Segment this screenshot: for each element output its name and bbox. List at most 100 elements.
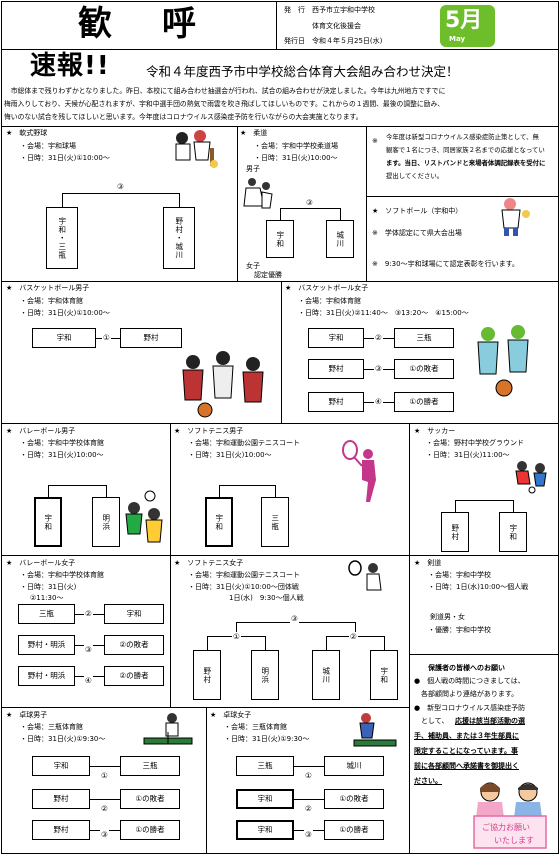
venue: ・会場：宇和運動公園テニスコート [188,571,300,579]
month-badge: 5月 May [440,5,495,47]
note-line: 提出してください。 [386,172,444,180]
team-box: 宇和 [370,650,398,700]
match-number: ② [374,333,383,343]
date: ・日時：31日(火)10:00～ [20,451,104,459]
date: ②11:30～ [30,594,64,602]
section-title: ★ 剣道 [414,559,442,567]
team-box: 野村 [308,359,364,379]
venue: ・会場：野村中学校グラウンド [426,439,524,447]
team-box: 三瓶 [261,497,289,547]
grid-line [2,423,558,424]
grid-line [2,126,558,127]
match-number: ③ [290,614,299,624]
match-number: ④ [84,676,93,686]
badge-month-en: May [449,35,466,43]
bracket-line [294,766,324,767]
team-box: 野村・明浜 [18,666,75,686]
notice-line: ださい。 [414,777,442,785]
headline-title: 令和４年度西予市中学校総合体育大会組み合わせ決定！ [146,64,459,79]
softball-line: ※ 9:30～宇和球場にて認定表彰を行います。 [372,260,519,268]
team-box: 宇和 [236,820,294,840]
notice-title: 保護者の皆様へのお願い [428,664,505,672]
date: ・日時：31日(火)①9:30～ [224,735,310,743]
bracket-line [384,636,385,650]
section-title: ★ ソフトテニス男子 [174,427,244,435]
header-rule [2,49,558,50]
boys-label: 男子 [246,165,260,173]
venue: ・会場：宇和中学校体育館 [20,571,104,579]
bracket-line [326,636,327,650]
team-box: ①の敗者 [120,789,180,809]
team-box: 明浜 [251,650,279,700]
notice-line: 限定することになっています。事 [414,747,518,755]
date: ・日時：31日(火)①10:00～団体戦 [188,583,299,591]
parents-illustration [473,782,547,849]
date: ・日時：31日(火)①10:00～ [20,309,110,317]
bracket-line [265,636,266,650]
sign-text: ご協力お願い [482,823,530,832]
grid-line [409,423,410,853]
issue-date: 発行日 令和４年５月25日(水) [284,37,383,45]
team-box: 宇和 [32,756,90,776]
bracket-line [340,208,341,220]
notice-line: 各部顧問より連絡があります。 [414,690,519,698]
team-box: 三瓶 [120,756,180,776]
venue: ・会場：三瓶体育館 [224,723,287,731]
section-title: ★ バレーボール女子 [6,559,76,567]
bracket-line [219,485,220,497]
basketball-players-illustration [182,351,264,418]
bracket-line [455,500,456,512]
grid-line [237,126,238,281]
match-number: ③ [84,645,93,655]
bracket-line [90,766,120,767]
grid-line [170,423,171,707]
date: ・日時：1日(水)10:00～個人戦 [428,583,529,591]
match-number: ② [100,804,109,814]
team-box: ②の勝者 [104,666,164,686]
bracket-line [62,193,179,194]
team-box: 野村 [441,512,469,552]
venue: ・会場：三瓶体育館 [20,723,83,731]
venue: ・会場：宇和体育館 [20,297,83,305]
bracket-line [280,208,281,220]
bracket-line [236,622,237,636]
date: ・日時：31日(火)②11:40～ ③13:20～ ④15:00～ [298,309,469,317]
bracket-line [355,622,356,636]
team-box: ②の敗者 [104,635,164,655]
date: ・日時：31日(火)①10:00～ [20,154,110,162]
note-mark: ※ [372,137,378,145]
team-box: 三瓶 [18,604,75,624]
tennis-player-silhouette [342,440,376,502]
section-title: ★ ソフトテニス女子 [174,559,244,567]
team-box: ①の勝者 [394,392,454,412]
bracket-line [179,193,180,207]
badge-number: 5月 [445,8,483,33]
bracket-line [106,485,107,497]
bracket-line [48,485,106,486]
baseball-player-illustration [175,130,218,168]
team-box: 宇和・三瓶 [46,207,78,269]
team-box: 野村 [308,392,364,412]
bracket-line [294,799,324,800]
section-title: ★ バスケットボール男子 [6,284,90,292]
grid-line [281,281,282,423]
issuer: 発 行 西予市立宇和中学校 [284,6,375,14]
bracket-line [48,485,49,497]
venue: ・会場：宇和運動公園テニスコート [188,439,300,447]
team-box: 宇和 [205,497,233,547]
match-number: ① [102,333,111,343]
match-number: ③ [116,182,125,192]
note-line: 観客で１名につき、同居家族２名までの応援となってい [386,146,545,154]
grid-line [206,707,207,853]
notice-line: 応援は該当部活動の選 [455,717,525,725]
team-box: 城川 [324,756,384,776]
softball-player-illustration [501,198,530,236]
bracket-line [62,193,63,207]
section-title: ★ サッカー [414,427,456,435]
grid-line [2,707,409,708]
tennis-girl-illustration [348,560,382,591]
match-number: ④ [374,397,383,407]
team-box: ①の勝者 [324,820,384,840]
date: ・日時：31日(火) [20,583,77,591]
intro-line-3: 悔いのない試合を残してほしいと思います。今年度はコロナウイルス感染症予防を行いな… [4,113,363,121]
